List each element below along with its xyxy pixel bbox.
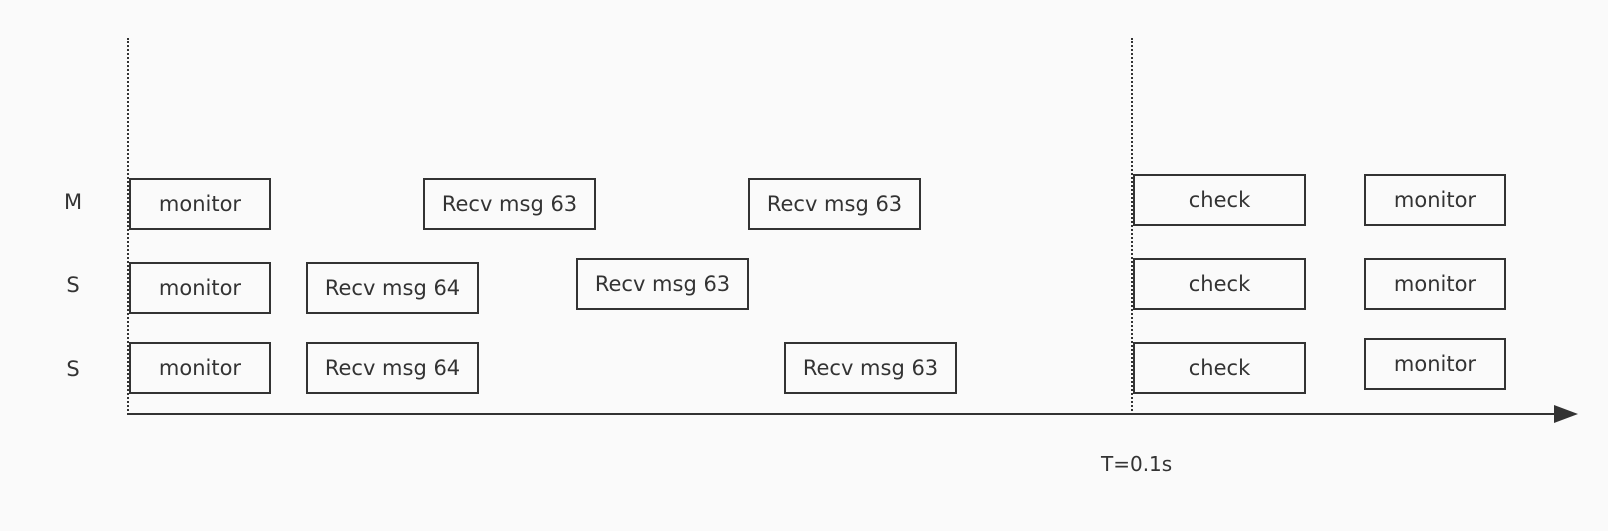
row-label-s: S bbox=[66, 357, 80, 381]
event-box: monitor bbox=[1364, 174, 1506, 226]
event-box: check bbox=[1133, 342, 1306, 394]
time-axis-arrowhead bbox=[1554, 405, 1578, 423]
event-box: Recv msg 64 bbox=[306, 342, 479, 394]
event-box: monitor bbox=[129, 342, 271, 394]
row-label-m: M bbox=[63, 190, 83, 214]
event-box: Recv msg 64 bbox=[306, 262, 479, 314]
event-box: check bbox=[1133, 174, 1306, 226]
event-box: check bbox=[1133, 258, 1306, 310]
time-axis bbox=[127, 413, 1557, 415]
row-label-s: S bbox=[66, 273, 80, 297]
event-box: monitor bbox=[1364, 338, 1506, 390]
event-box: monitor bbox=[1364, 258, 1506, 310]
event-box: monitor bbox=[129, 178, 271, 230]
time-marker-line bbox=[1131, 38, 1133, 415]
event-box: monitor bbox=[129, 262, 271, 314]
start-marker-line bbox=[127, 38, 129, 415]
event-box: Recv msg 63 bbox=[576, 258, 749, 310]
time-marker-label: T=0.1s bbox=[1101, 452, 1173, 476]
event-box: Recv msg 63 bbox=[423, 178, 596, 230]
event-box: Recv msg 63 bbox=[748, 178, 921, 230]
event-box: Recv msg 63 bbox=[784, 342, 957, 394]
